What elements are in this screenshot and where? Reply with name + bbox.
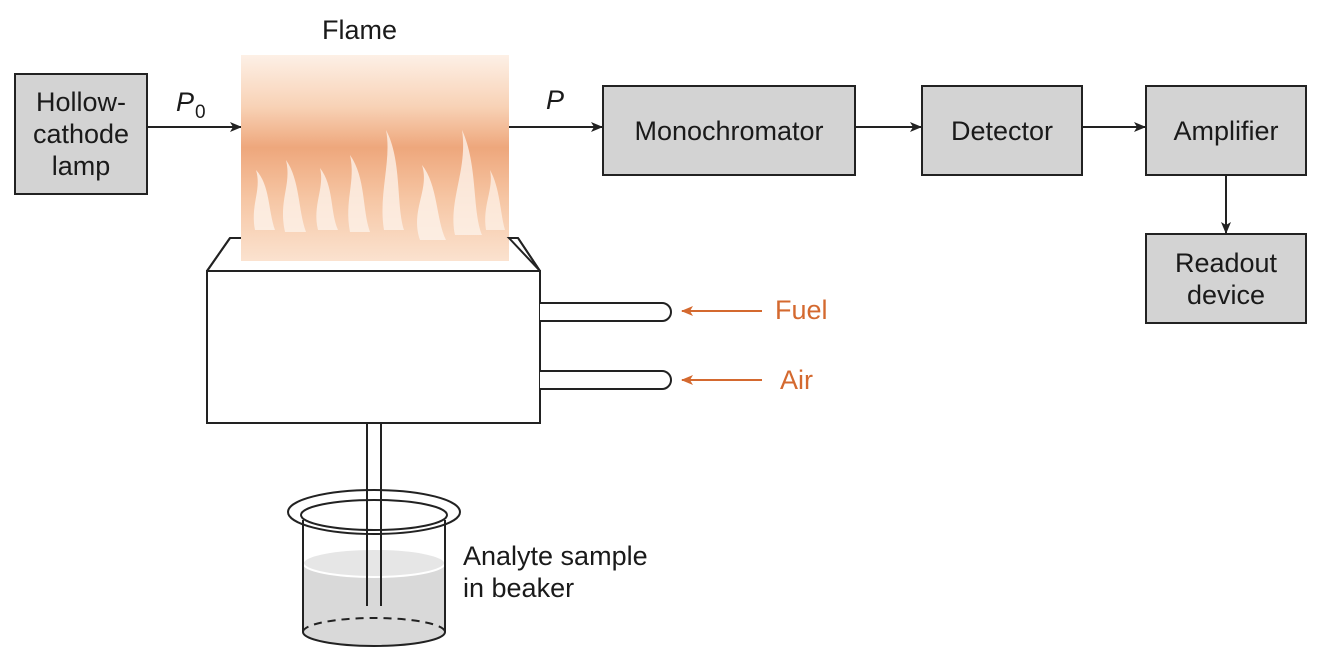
lamp-label-line2: cathode <box>32 119 130 149</box>
p0-symbol: P <box>176 87 195 117</box>
lamp-label-line1: Hollow- <box>35 87 127 117</box>
flame-graphic <box>241 55 509 261</box>
beaker-label: Analyte sample in beaker <box>463 540 648 604</box>
detector-box <box>921 85 1083 176</box>
lamp-box <box>14 73 148 195</box>
readout-box <box>1145 233 1307 324</box>
lamp-label-line3: lamp <box>51 151 111 181</box>
air-label: Air <box>780 365 813 395</box>
p-label: P <box>546 85 565 115</box>
monochromator-box <box>602 85 856 176</box>
p0-label: P0 <box>176 86 206 123</box>
beaker-label-line1: Analyte sample <box>463 541 648 571</box>
readout-label-line2: device <box>1186 279 1266 310</box>
readout-label-line1: Readout <box>1174 247 1278 278</box>
burner <box>206 237 672 606</box>
fuel-label: Fuel <box>775 295 828 325</box>
p0-subscript: 0 <box>195 102 206 123</box>
amplifier-box <box>1145 85 1307 176</box>
beaker <box>287 489 461 647</box>
detector-label: Detector <box>950 115 1054 146</box>
flame-label: Flame <box>322 15 398 45</box>
readout-label: Readout device <box>1146 234 1306 323</box>
amplifier-label: Amplifier <box>1173 115 1279 146</box>
monochromator-label: Monochromator <box>634 115 824 146</box>
beaker-label-line2: in beaker <box>463 573 575 603</box>
lamp-label: Hollow- cathode lamp <box>15 74 147 194</box>
